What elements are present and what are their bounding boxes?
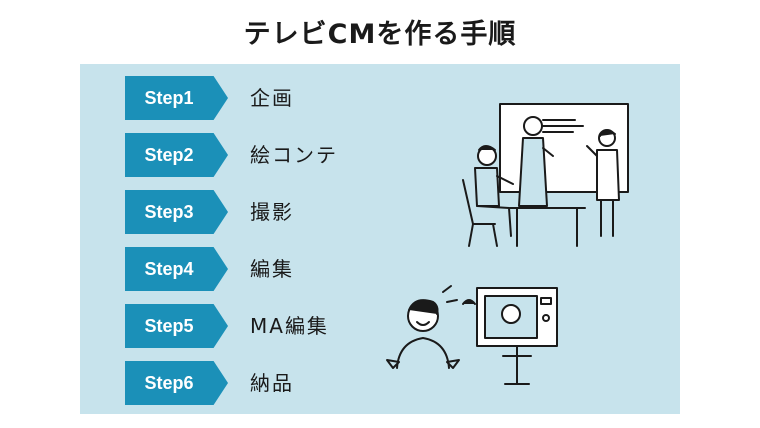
step-badge: Step1 [125,76,228,120]
step-badge-label: Step5 [144,316,194,336]
step-badge: Step6 [125,361,228,405]
step-badge-label: Step6 [144,373,194,393]
step-badge: Step5 [125,304,228,348]
step-text: MA編集 [250,314,329,338]
step-item-2: Step2 絵コンテ [125,133,425,177]
step-item-5: Step5 MA編集 [125,304,425,348]
step-badge: Step2 [125,133,228,177]
step-badge-label: Step3 [144,202,194,222]
step-item-4: Step4 編集 [125,247,425,291]
step-badge: Step3 [125,190,228,234]
step-text: 企画 [250,86,294,110]
camera-filming-illustration [386,285,558,385]
step-text: 編集 [250,257,294,281]
steps-panel: Step1 企画 Step2 絵コンテ Step3 撮影 Step4 編集 St… [80,64,680,414]
step-badge: Step4 [125,247,228,291]
step-text: 撮影 [250,200,294,224]
step-text: 絵コンテ [250,143,338,167]
step-item-3: Step3 撮影 [125,190,425,234]
step-item-1: Step1 企画 [125,76,425,120]
meeting-whiteboard-illustration [462,103,629,247]
step-text: 納品 [250,371,294,395]
page-title: テレビCMを作る手順 [243,19,517,50]
step-badge-label: Step2 [144,145,194,165]
step-badge-label: Step4 [144,259,194,279]
step-badge-label: Step1 [144,88,194,108]
step-item-6: Step6 納品 [125,361,425,405]
